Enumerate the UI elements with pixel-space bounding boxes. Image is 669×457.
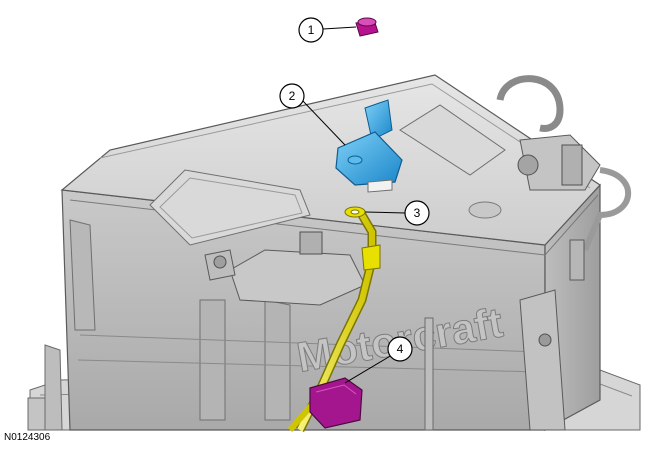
callout-3-number: 3: [414, 206, 421, 220]
callout-1-number: 1: [308, 23, 315, 37]
callout-4-number: 4: [397, 342, 404, 356]
leader-4: [344, 354, 393, 384]
leader-3: [364, 211, 406, 214]
battery-sensor: [335, 99, 403, 193]
cable-clip: [309, 377, 363, 429]
callout-4: 4: [387, 336, 413, 362]
figure-code: N0124306: [4, 432, 51, 443]
callout-3: 3: [404, 200, 430, 226]
leader-1: [322, 26, 357, 30]
leader-2: [301, 99, 346, 146]
callout-1: 1: [298, 17, 324, 43]
callout-2-number: 2: [289, 89, 296, 103]
terminal-nut: [355, 17, 379, 37]
battery-body: Motorcraft: [60, 74, 632, 432]
callout-2: 2: [279, 83, 305, 109]
